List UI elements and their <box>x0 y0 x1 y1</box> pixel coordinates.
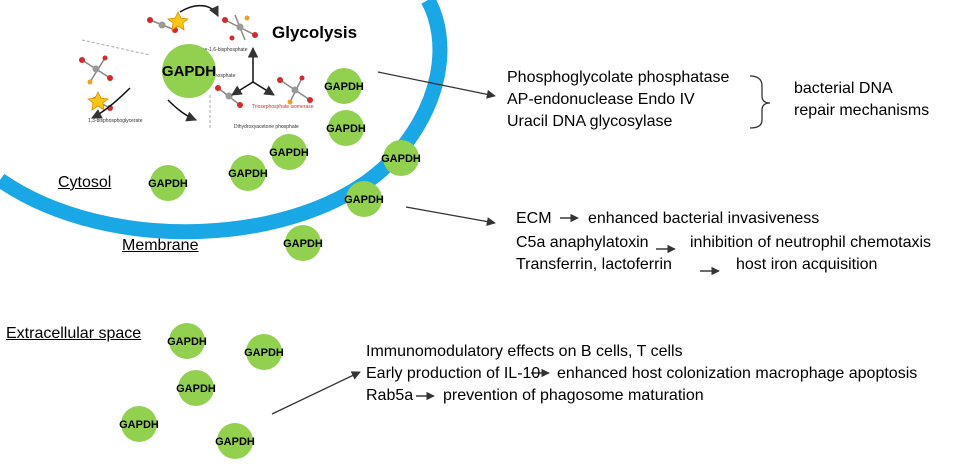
gapdh-molecule: GAPDH <box>244 334 284 370</box>
dhap-molecule <box>277 75 313 105</box>
gapdh-molecule: GAPDH <box>167 323 207 359</box>
membrane-label: Membrane <box>122 237 199 254</box>
svg-text:GAPDH: GAPDH <box>148 178 188 190</box>
glycolysis-title: Glycolysis <box>272 23 358 42</box>
extracellular-row2-right: enhanced host colonization macrophage ap… <box>557 365 918 382</box>
atp-star-icon <box>167 11 189 31</box>
gapdh-molecule: GAPDH <box>215 423 255 459</box>
cytosol-connector-arrow <box>377 71 496 99</box>
gapdh-molecule: GAPDH <box>324 68 364 104</box>
extracellular-line1: Immunomodulatory effects on B cells, T c… <box>366 343 683 360</box>
svg-text:GAPDH: GAPDH <box>326 123 366 135</box>
svg-text:GAPDH: GAPDH <box>176 383 216 395</box>
gapdh-glycolysis-enzyme: GAPDH <box>162 44 216 98</box>
cytosol-label: Cytosol <box>58 174 112 191</box>
dhap-label: Dihydroxyacetone phosphate <box>234 124 299 130</box>
bpg-label: 1,3-bisphosphoglycerate <box>88 118 143 124</box>
gapdh-molecule: GAPDH <box>119 406 159 442</box>
svg-text:GAPDH: GAPDH <box>381 153 421 165</box>
nad-star-icon <box>87 91 109 111</box>
svg-text:GAPDH: GAPDH <box>215 436 255 448</box>
gapdh-molecule: GAPDH <box>283 225 323 261</box>
cytosol-function-2: AP-endonuclease Endo IV <box>507 91 695 108</box>
gapdh-molecule: GAPDH <box>344 181 384 217</box>
membrane-row2-right: inhibition of neutrophil chemotaxis <box>690 234 932 251</box>
gapdh-molecule: GAPDH <box>326 110 366 146</box>
cytosol-function-3: Uracil DNA glycosylase <box>507 113 673 130</box>
svg-text:GAPDH: GAPDH <box>167 336 207 348</box>
glycolysis-illustration: Fructose-1,6-bisphosphate phosphate Dihy… <box>79 4 314 130</box>
extracellular-connector-arrow <box>271 371 361 415</box>
gapdh-molecules: GAPDH GAPDH GAPDH GAPDH GAPDH GAPDH GAPD… <box>119 68 421 459</box>
dna-repair-summary-line2: repair mechanisms <box>794 102 930 119</box>
svg-text:GAPDH: GAPDH <box>344 194 384 206</box>
gapdh-molecule: GAPDH <box>228 155 268 191</box>
extracellular-row3-right: prevention of phagosome maturation <box>443 387 704 404</box>
pathway-arrow-left <box>91 87 131 119</box>
svg-text:GAPDH: GAPDH <box>119 419 159 431</box>
svg-text:GAPDH: GAPDH <box>228 168 268 180</box>
svg-text:GAPDH: GAPDH <box>244 347 284 359</box>
glyceraldehyde-molecule <box>147 17 178 33</box>
gapdh-glycolysis-label: GAPDH <box>162 63 216 80</box>
pathway-arrow-right <box>167 99 197 122</box>
membrane-row1-right: enhanced bacterial invasiveness <box>588 210 820 227</box>
membrane-row1-left: ECM <box>516 210 552 227</box>
membrane-row3-left: Transferrin, lactoferrin <box>516 256 672 273</box>
dna-repair-summary-line1: bacterial DNA <box>794 80 893 97</box>
triosephosphate-molecule <box>215 85 243 108</box>
pathway-arrow-top <box>179 4 219 17</box>
membrane-row2-left: C5a anaphylatoxin <box>516 234 649 251</box>
gapdh-molecule: GAPDH <box>148 165 188 201</box>
membrane-connector-arrow <box>405 206 496 227</box>
svg-text:GAPDH: GAPDH <box>324 81 364 93</box>
gapdh-molecule: GAPDH <box>269 134 309 170</box>
fructose-label: Fructose-1,6-bisphosphate <box>188 47 248 53</box>
dna-repair-brace <box>749 75 771 129</box>
tpi-label: Triosephosphate isomerase <box>252 104 314 110</box>
membrane-row3-right: host iron acquisition <box>736 256 878 273</box>
gapdh-molecule: GAPDH <box>381 140 421 176</box>
pathway-dashed-line <box>81 39 151 56</box>
gapdh-molecule: GAPDH <box>176 370 216 406</box>
extracellular-label: Extracellular space <box>6 325 142 342</box>
pathway-arrow-center-right <box>252 81 275 96</box>
fructose-bisphosphate-molecule <box>222 14 258 41</box>
cytosol-function-1: Phosphoglycolate phosphatase <box>507 69 730 86</box>
glyceraldehyde-label: phosphate <box>212 73 236 79</box>
extracellular-row3-left: Rab5a <box>366 387 414 404</box>
svg-text:GAPDH: GAPDH <box>269 147 309 159</box>
extracellular-row2-left: Early production of IL-10 <box>366 365 541 382</box>
pathway-arrow-center-left <box>231 81 254 96</box>
svg-text:GAPDH: GAPDH <box>283 238 323 250</box>
